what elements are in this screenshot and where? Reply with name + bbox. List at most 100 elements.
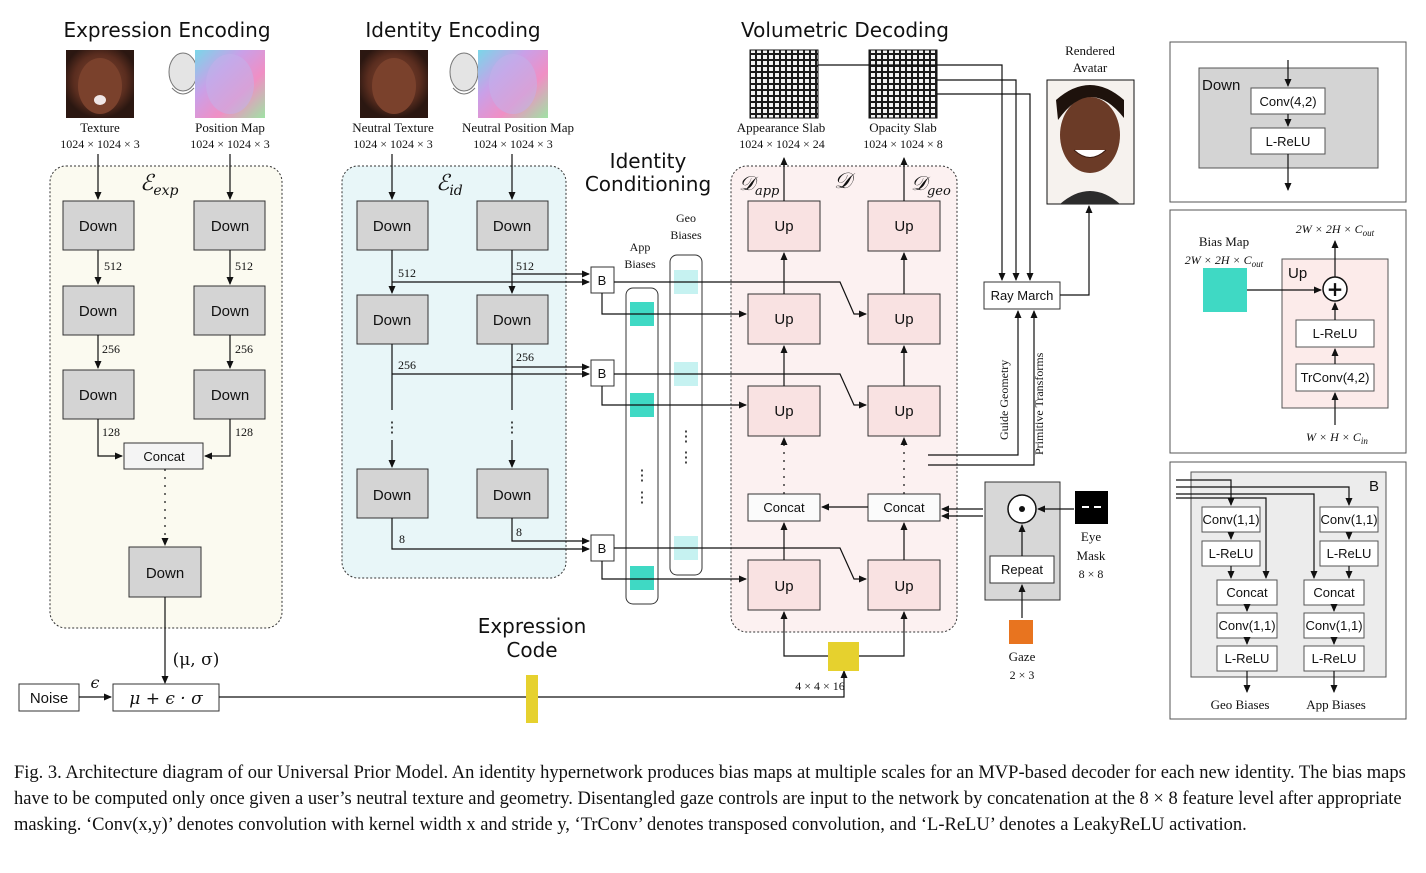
channel-512: 512 <box>516 259 534 273</box>
down-block <box>476 294 549 345</box>
inset-concat-label: Concat <box>1226 585 1268 600</box>
figure-caption: Fig. 3. Architecture diagram of our Univ… <box>14 763 1406 835</box>
up-label: Up <box>774 311 793 328</box>
opacity-slab-image <box>868 49 938 119</box>
down-block <box>128 546 202 598</box>
identity-encoding-title: Identity Encoding <box>365 18 540 42</box>
ellipsis: ⋮ <box>679 449 694 466</box>
ray-march-arrows <box>818 64 1093 466</box>
neutral-position-map-label: Neutral Position Map <box>462 120 574 135</box>
inset-geo-biases-label: Geo Biases <box>1211 697 1270 712</box>
down-block <box>476 200 549 251</box>
up-label: Up <box>774 578 793 595</box>
gaze-dim: 2 × 3 <box>1010 668 1035 682</box>
down-block <box>193 200 266 251</box>
down-label: Down <box>373 218 411 235</box>
b-label: B <box>598 541 607 556</box>
inset-lrelu-label: L-ReLU <box>1266 134 1311 149</box>
inset-lrelu-label: L-ReLU <box>1313 326 1358 341</box>
primitive-transforms-label: Primitive Transforms <box>1032 352 1046 455</box>
up-label: Up <box>774 403 793 420</box>
ellipsis: ⋮ <box>635 489 650 506</box>
texture-label: Texture <box>80 120 120 135</box>
neutral-mesh-icon <box>449 52 479 95</box>
up-label: Up <box>774 218 793 235</box>
reparam-block <box>112 683 220 712</box>
position-map-label: Position Map <box>195 120 265 135</box>
inset-trconv-block <box>1295 363 1375 392</box>
up-block <box>747 559 821 611</box>
channel-128: 128 <box>102 425 120 439</box>
channel-128: 128 <box>235 425 253 439</box>
ellipsis: ⋮ <box>505 419 520 436</box>
concat-block <box>123 442 204 470</box>
concat-label: Concat <box>143 449 185 464</box>
expression-encoder-symbol: ℰexp <box>140 171 179 199</box>
add-icon-glyph: + <box>1327 277 1344 301</box>
neutral-texture-label: Neutral Texture <box>352 120 434 135</box>
channel-512: 512 <box>104 259 122 273</box>
texture-dim: 1024 × 1024 × 3 <box>60 137 140 151</box>
inset-lrelu-label: L-ReLU <box>1327 546 1372 561</box>
neutral-position-map-dim: 1024 × 1024 × 3 <box>473 137 553 151</box>
neutral-texture-image <box>360 50 428 118</box>
decoder-symbol: 𝒟 <box>834 169 856 194</box>
eye-mask-label: Eye <box>1081 529 1101 544</box>
inset-conv11-label: Conv(1,1) <box>1202 512 1259 527</box>
geo-biases-label: Biases <box>670 228 702 242</box>
neutral-texture-dim: 1024 × 1024 × 3 <box>353 137 433 151</box>
inset-trconv-label: TrConv(4,2) <box>1301 370 1370 385</box>
inset-lrelu-block <box>1319 540 1379 567</box>
b-label: B <box>598 273 607 288</box>
gaze-vector <box>1009 620 1033 644</box>
eye-mask-right <box>1094 506 1101 508</box>
up-label: Up <box>894 403 913 420</box>
channel-512: 512 <box>235 259 253 273</box>
inset-lrelu-label: L-ReLU <box>1312 651 1357 666</box>
geo-biases-column <box>669 254 703 576</box>
down-label: Down <box>211 303 249 320</box>
up-block <box>747 293 821 345</box>
concat-label: Concat <box>883 500 925 515</box>
volumetric-decoding-title: Volumetric Decoding <box>741 18 949 42</box>
ellipsis: ⋮ <box>385 419 400 436</box>
appearance-slab-label: Appearance Slab <box>737 120 825 135</box>
b-label: B <box>598 366 607 381</box>
inset-conv-block <box>1250 87 1326 115</box>
rendered-avatar-title: Avatar <box>1073 60 1108 75</box>
up-label: Up <box>894 311 913 328</box>
inset-up-out-dim: 2W × 2H × Cout <box>1296 222 1375 238</box>
inset-lrelu-label: L-ReLU <box>1209 546 1254 561</box>
ray-march-label: Ray March <box>991 288 1054 303</box>
down-label: Down <box>79 387 117 404</box>
expression-code-title: Code <box>506 638 557 662</box>
inset-conv11-block <box>1201 506 1261 533</box>
reparam-label: μ + ϵ · σ <box>129 689 203 709</box>
epsilon-label: ϵ <box>91 673 100 692</box>
channel-512: 512 <box>398 266 416 280</box>
up-block <box>747 385 821 437</box>
inset-concat-block <box>1216 579 1278 606</box>
ray-march-block <box>983 281 1061 310</box>
inset-b-title: B <box>1369 478 1379 495</box>
app-biases-label: Biases <box>624 257 656 271</box>
code-dim: 4 × 4 × 16 <box>795 679 845 693</box>
identity-encoder-dots: ⋮ ⋮ <box>385 410 520 440</box>
eye-mask-left <box>1082 506 1089 508</box>
down-block <box>193 285 266 336</box>
expression-encoder-arrows <box>94 154 234 684</box>
down-label: Down <box>211 218 249 235</box>
eye-mask-dim: 8 × 8 <box>1079 567 1104 581</box>
latent-arrows <box>79 670 848 701</box>
ellipsis: ⋮ <box>635 467 650 484</box>
down-label: Down <box>146 565 184 582</box>
down-label: Down <box>79 218 117 235</box>
gaze-label: Gaze <box>1009 649 1036 664</box>
inset-conv11-block <box>1303 612 1365 639</box>
inset-up-arrows <box>1247 240 1339 425</box>
mu-sigma-label: (μ, σ) <box>173 650 220 670</box>
inset-conv11-label: Conv(1,1) <box>1218 618 1275 633</box>
inset-concat-block <box>1303 579 1365 606</box>
down-label: Down <box>373 487 411 504</box>
